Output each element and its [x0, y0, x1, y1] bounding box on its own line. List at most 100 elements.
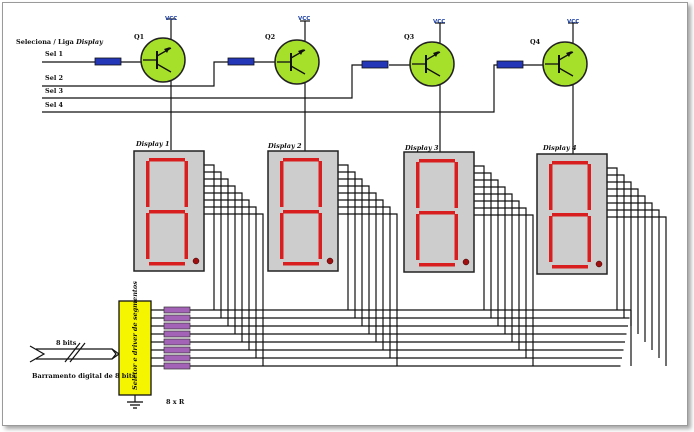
segment [454, 214, 458, 260]
segment [280, 213, 284, 259]
display-4-pin-wire [607, 188, 639, 334]
bus-caption: Barramento digital de 8 bits [32, 372, 136, 380]
display-1-pin-wire [204, 178, 229, 326]
sel-3-wire [42, 64, 362, 99]
sel-4-label: Sel 4 [45, 101, 64, 109]
sel-3-label: Sel 3 [45, 87, 64, 95]
segment [146, 161, 150, 207]
segment [552, 213, 588, 217]
display-1-pin-wire [204, 164, 215, 310]
display-1-pin-wire [204, 206, 257, 358]
display-4-pin-wire [607, 167, 618, 310]
driver-label: Seletor e driver de segmentos [131, 281, 139, 390]
segment [184, 213, 188, 259]
bus-arrow-tail [29, 345, 46, 363]
display-2-pin-wire [338, 185, 370, 334]
q2-vcc-label: VCC [298, 16, 310, 22]
segment-resistor-1 [163, 306, 191, 314]
display-3-pin-wire [474, 193, 513, 342]
base-resistor-3 [361, 60, 389, 69]
bus-slash-2 [69, 342, 86, 363]
q3-vcc-label: VCC [433, 19, 445, 25]
segment-resistor-2 [163, 314, 191, 322]
display-4-pin-wire [607, 174, 625, 318]
segment-resistor-6 [163, 346, 191, 354]
segment [419, 159, 455, 163]
display-3-pin-wire [474, 214, 534, 366]
display-4-label: Display 4 [542, 144, 577, 152]
sel-2-label: Sel 2 [45, 74, 63, 82]
bus-arrow-body [36, 348, 117, 360]
display-2-pin-wire [338, 192, 377, 342]
emitter-arrow-icon [164, 47, 170, 53]
display-3-label: Display 3 [404, 144, 439, 152]
bus-slash-1 [64, 342, 81, 363]
decimal-point [595, 260, 603, 268]
segment [318, 213, 322, 259]
sel-4-wire [42, 64, 497, 113]
decimal-point [462, 258, 470, 266]
display-4-pin-wire [607, 209, 660, 358]
components [94, 37, 608, 409]
segment [549, 216, 553, 262]
display-2-pin-wire [338, 171, 356, 318]
segment [587, 216, 591, 262]
transistor-collector [156, 63, 172, 73]
segment [283, 210, 319, 214]
labels: Seleciona / Liga Display Sel 1 Sel 2 Sel… [16, 16, 579, 406]
transistor-1-body [140, 37, 186, 83]
segment [184, 161, 188, 207]
display-4-pin-wire [607, 216, 667, 366]
display-3-pin-wire [474, 207, 527, 358]
display-1-pin-wire [204, 171, 222, 318]
bus-width-label: 8 bits [56, 339, 77, 347]
segment-resistor-3 [163, 322, 191, 330]
segment [419, 263, 455, 267]
display-1-label: Display 1 [135, 140, 170, 148]
segment [419, 211, 455, 215]
display-2-pin-wire [338, 199, 384, 350]
segment [149, 210, 185, 214]
q2-label: Q2 [265, 33, 275, 41]
segment [454, 162, 458, 208]
resistor-array-label: 8 x R [166, 398, 185, 406]
segment [283, 262, 319, 266]
q4-label: Q4 [530, 38, 541, 46]
q1-label: Q1 [134, 33, 144, 41]
transistor-collector [558, 67, 574, 77]
display-2-pin-wire [338, 213, 398, 366]
segment-resistor-7 [163, 354, 191, 362]
segment [146, 213, 150, 259]
transistor-2-body [274, 39, 320, 85]
base-resistor-2 [227, 57, 255, 66]
q1-vcc-label: VCC [165, 16, 177, 22]
transistor-collector [425, 67, 441, 77]
transistor-4-body [542, 41, 588, 87]
transistor-3-body [409, 41, 455, 87]
display-3-pin-wire [474, 200, 520, 350]
display-3-pin-wire [474, 172, 492, 318]
segment-driver-block [118, 300, 152, 396]
segment [416, 162, 420, 208]
q3-label: Q3 [404, 33, 415, 41]
display-2-label: Display 2 [267, 142, 302, 150]
segment [587, 164, 591, 210]
transistor-collector [290, 65, 306, 75]
segment [416, 214, 420, 260]
segment [549, 164, 553, 210]
base-resistor-4 [496, 60, 524, 69]
decimal-point [192, 257, 200, 265]
segment [318, 161, 322, 207]
display-4-pin-wire [607, 202, 653, 350]
display-1-pin-wire [204, 185, 236, 334]
display-3-pin-wire [474, 179, 499, 326]
sel-2-wire [42, 61, 228, 87]
display-3-pin-wire [474, 165, 485, 310]
segment [149, 158, 185, 162]
segment-resistor-4 [163, 330, 191, 338]
segment [283, 158, 319, 162]
display-2-pin-wire [338, 178, 363, 326]
display-1-pin-wire [204, 192, 243, 342]
display-1-pin-wire [204, 199, 250, 350]
